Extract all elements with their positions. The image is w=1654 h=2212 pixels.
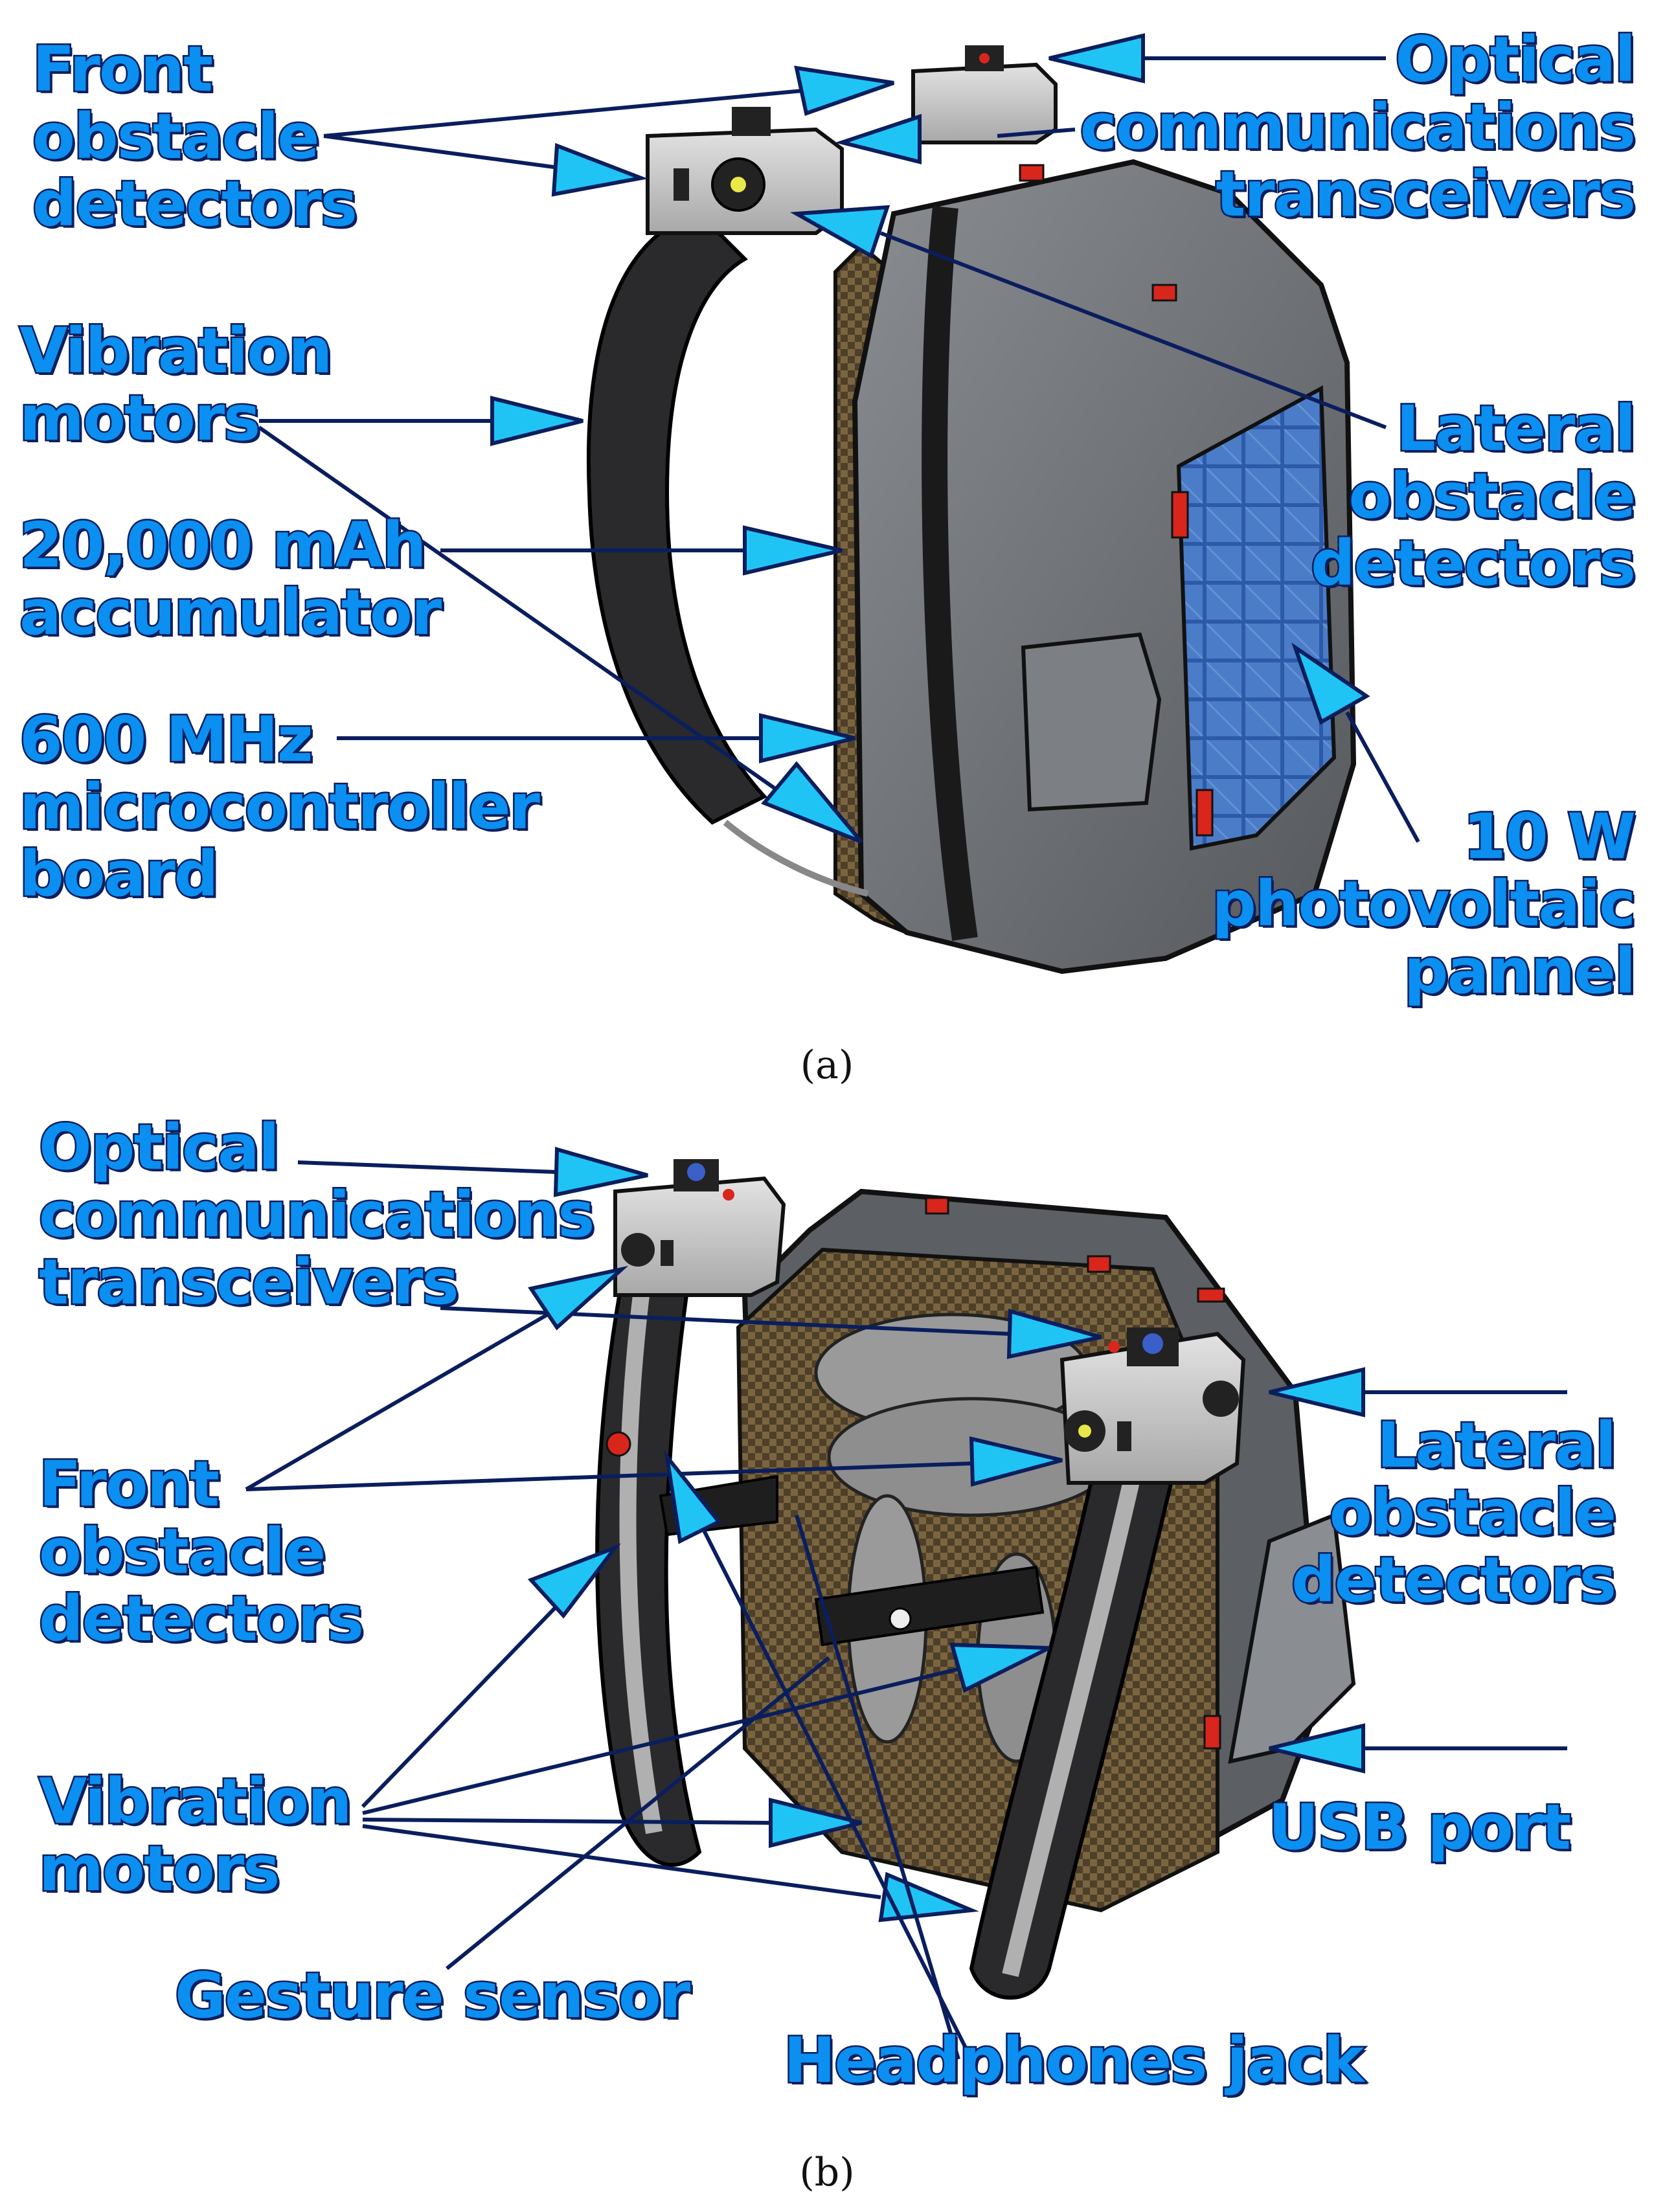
label-lateral-obstacle-detectors-b: Lateral obstacle detectors <box>1291 1412 1615 1614</box>
panel-b-clip <box>1198 1289 1224 1302</box>
panel-b-clip <box>926 1198 948 1213</box>
panel-a-pocket <box>1023 635 1159 809</box>
caption-a: (a) <box>762 1043 892 1088</box>
label-microcontroller-a: 600 MHz microcontroller board <box>19 706 539 908</box>
label-usb-port-b: USB port <box>1268 1794 1570 1861</box>
label-photovoltaic-panel-a: 10 W photovoltaic pannel <box>1212 803 1635 1005</box>
panel-a-clip <box>1172 492 1188 537</box>
panel-b-clip <box>1205 1716 1220 1748</box>
label-gesture-sensor-b: Gesture sensor <box>175 1962 689 2029</box>
label-front-obstacle-detectors-a: Front obstacle detectors <box>32 36 356 238</box>
panel-b-headphones-jack-dot <box>607 1432 630 1456</box>
label-accumulator-a: 20,000 mAh accumulator <box>19 512 440 646</box>
panel-a-clip <box>1020 165 1043 181</box>
label-vibration-motors-a: Vibration motors <box>19 317 331 452</box>
label-headphones-jack-b: Headphones jack <box>784 2027 1363 2094</box>
label-optical-transceivers-a: Optical communications transceivers <box>1080 26 1635 228</box>
panel-a-shoulder-strap <box>589 214 764 822</box>
caption-b: (b) <box>762 2150 892 2195</box>
panel-a-optical-transceiver-box <box>913 45 1056 142</box>
panel-b-left-sensor-box <box>615 1159 784 1295</box>
panel-a-clip <box>1197 790 1212 835</box>
panel-a-clip <box>1153 285 1176 300</box>
label-lateral-obstacle-detectors-a: Lateral obstacle detectors <box>1311 395 1635 597</box>
label-vibration-motors-b: Vibration motors <box>39 1768 350 1902</box>
panel-b-gesture-sensor-dot <box>890 1608 911 1629</box>
label-front-obstacle-detectors-b: Front obstacle detectors <box>39 1450 363 1653</box>
panel-b-clip <box>1088 1256 1110 1272</box>
label-optical-transceivers-b: Optical communications transceivers <box>39 1114 593 1316</box>
